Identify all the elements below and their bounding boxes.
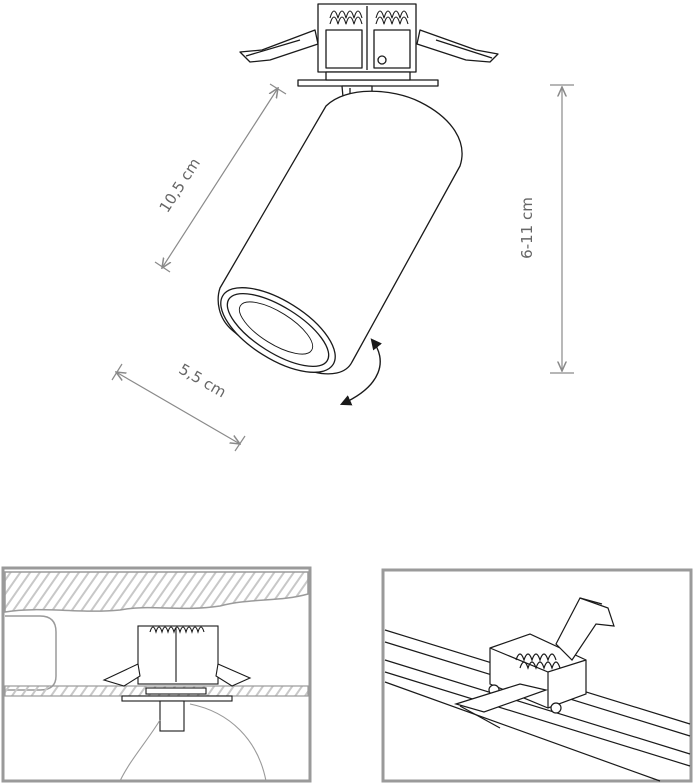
- dimension-diameter: 5,5 cm: [111, 360, 246, 452]
- installation-detail-track: [381, 568, 693, 783]
- mounting-clips: [239, 3, 499, 73]
- dimension-cutout-height: 6-11 cm: [518, 84, 574, 374]
- dimension-length-label: 10,5 cm: [156, 155, 204, 216]
- lens-opening-inner: [226, 292, 330, 368]
- installation-detail-ceiling: [1, 566, 312, 783]
- ceiling-flange: [297, 79, 439, 87]
- spring-coil-left: [329, 10, 363, 25]
- spring-coil-right: [375, 10, 409, 25]
- dimension-cutout-height-label: 6-11 cm: [518, 197, 536, 259]
- tilt-arrow: [339, 338, 382, 406]
- dimension-diameter-label: 5,5 cm: [176, 360, 230, 401]
- lens-opening-outer: [220, 287, 336, 373]
- spotlight-fixture: [217, 3, 499, 406]
